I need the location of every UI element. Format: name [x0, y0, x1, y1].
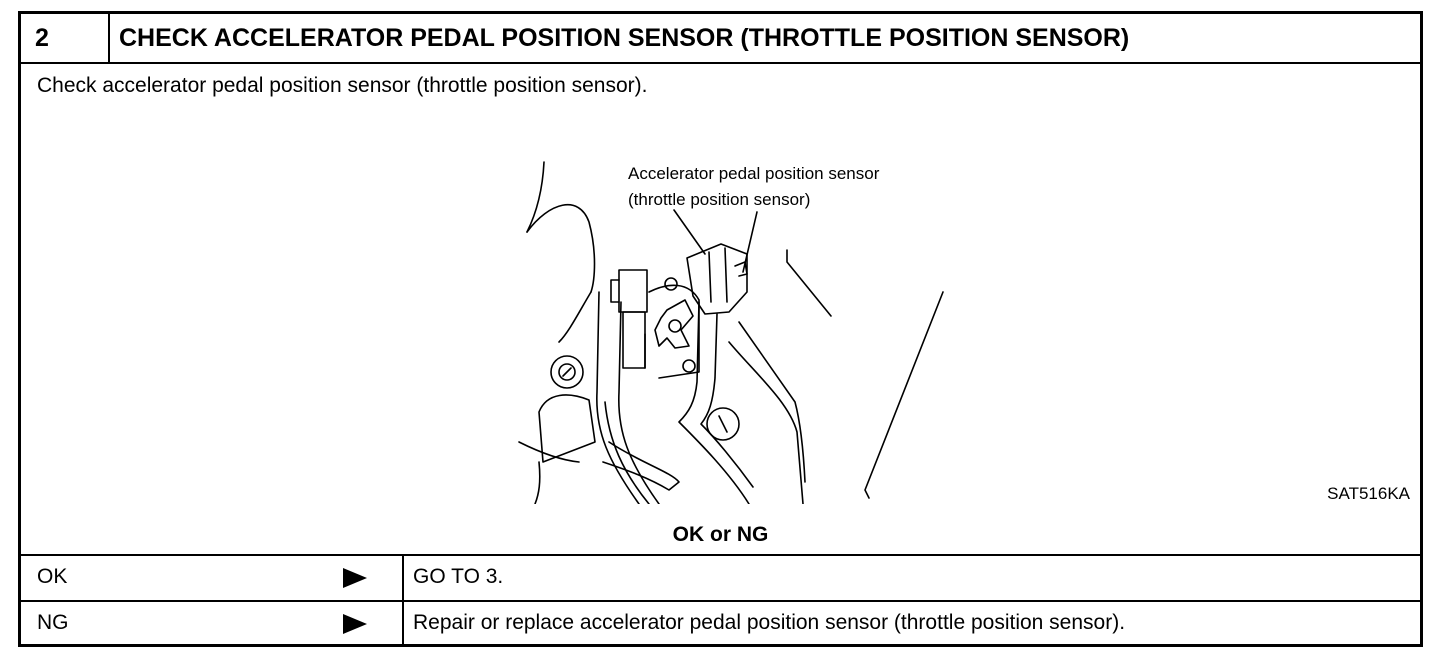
bolt-inner-left [558, 363, 576, 381]
result-table: OK GO TO 3. NG Repair or replace acceler… [21, 554, 1420, 644]
column-divider [402, 602, 404, 644]
lower-linkage [602, 441, 680, 491]
connector-block [618, 269, 648, 313]
result-code: NG [37, 611, 69, 634]
bracket-left [538, 394, 596, 463]
arrow-right-icon [343, 568, 367, 588]
column-divider [402, 556, 404, 600]
figure-code: SAT516KA [1327, 484, 1410, 503]
callout-leader-1 [673, 209, 706, 255]
bolt-top [664, 277, 678, 291]
sensor-bracket [648, 284, 700, 379]
panel-rear-line [864, 291, 944, 499]
step-header: 2 CHECK ACCELERATOR PEDAL POSITION SENSO… [21, 14, 1420, 64]
result-action: Repair or replace accelerator pedal posi… [413, 611, 1126, 634]
result-action: GO TO 3. [413, 565, 504, 588]
diagnostic-step-table: 2 CHECK ACCELERATOR PEDAL POSITION SENSO… [18, 11, 1423, 647]
pedal-arm-right-outer [678, 301, 750, 504]
result-heading: OK or NG [672, 523, 769, 546]
bolt-bottom [682, 359, 696, 373]
accelerator-pedal-illustration: Accelerator pedal position sensor (throt… [518, 161, 944, 504]
pedal-arm-left-outer [596, 291, 640, 504]
result-code: OK [37, 565, 68, 588]
sensor-housing [686, 243, 748, 315]
panel-outline-left [558, 291, 592, 343]
result-row-ok: OK GO TO 3. [21, 556, 1420, 600]
star-washer [654, 299, 694, 349]
arrow-right-icon [343, 614, 367, 634]
step-title: CHECK ACCELERATOR PEDAL POSITION SENSOR … [119, 24, 1130, 52]
panel-outline-curve [526, 203, 596, 293]
bolt-circle-left [550, 355, 584, 389]
grommet [706, 407, 740, 441]
figure-callout-line1: Accelerator pedal position sensor [628, 164, 880, 183]
floor-panel-right [728, 341, 804, 504]
panel-outline-top [526, 161, 545, 233]
step-instruction: Check accelerator pedal position sensor … [37, 74, 648, 97]
pedal-arm-right-inner [700, 313, 754, 488]
pedal-arm-left-inner [617, 301, 660, 504]
result-row-ng: NG Repair or replace accelerator pedal p… [21, 600, 1420, 644]
step-number: 2 [21, 14, 110, 62]
figure-callout-line2: (throttle position sensor) [628, 190, 810, 209]
